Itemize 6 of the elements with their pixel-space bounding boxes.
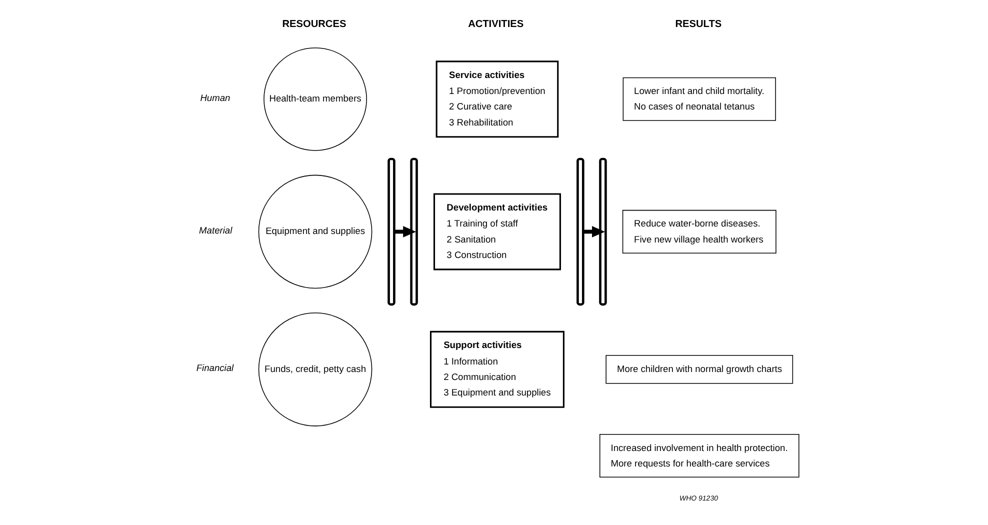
node-label: Financial	[196, 363, 234, 374]
label: ACTIVITIES	[468, 19, 524, 30]
label: RESULTS	[674, 19, 722, 30]
node-label: Human	[200, 92, 230, 103]
label: RESOURCES	[282, 19, 346, 30]
node-label: Material	[198, 225, 232, 236]
